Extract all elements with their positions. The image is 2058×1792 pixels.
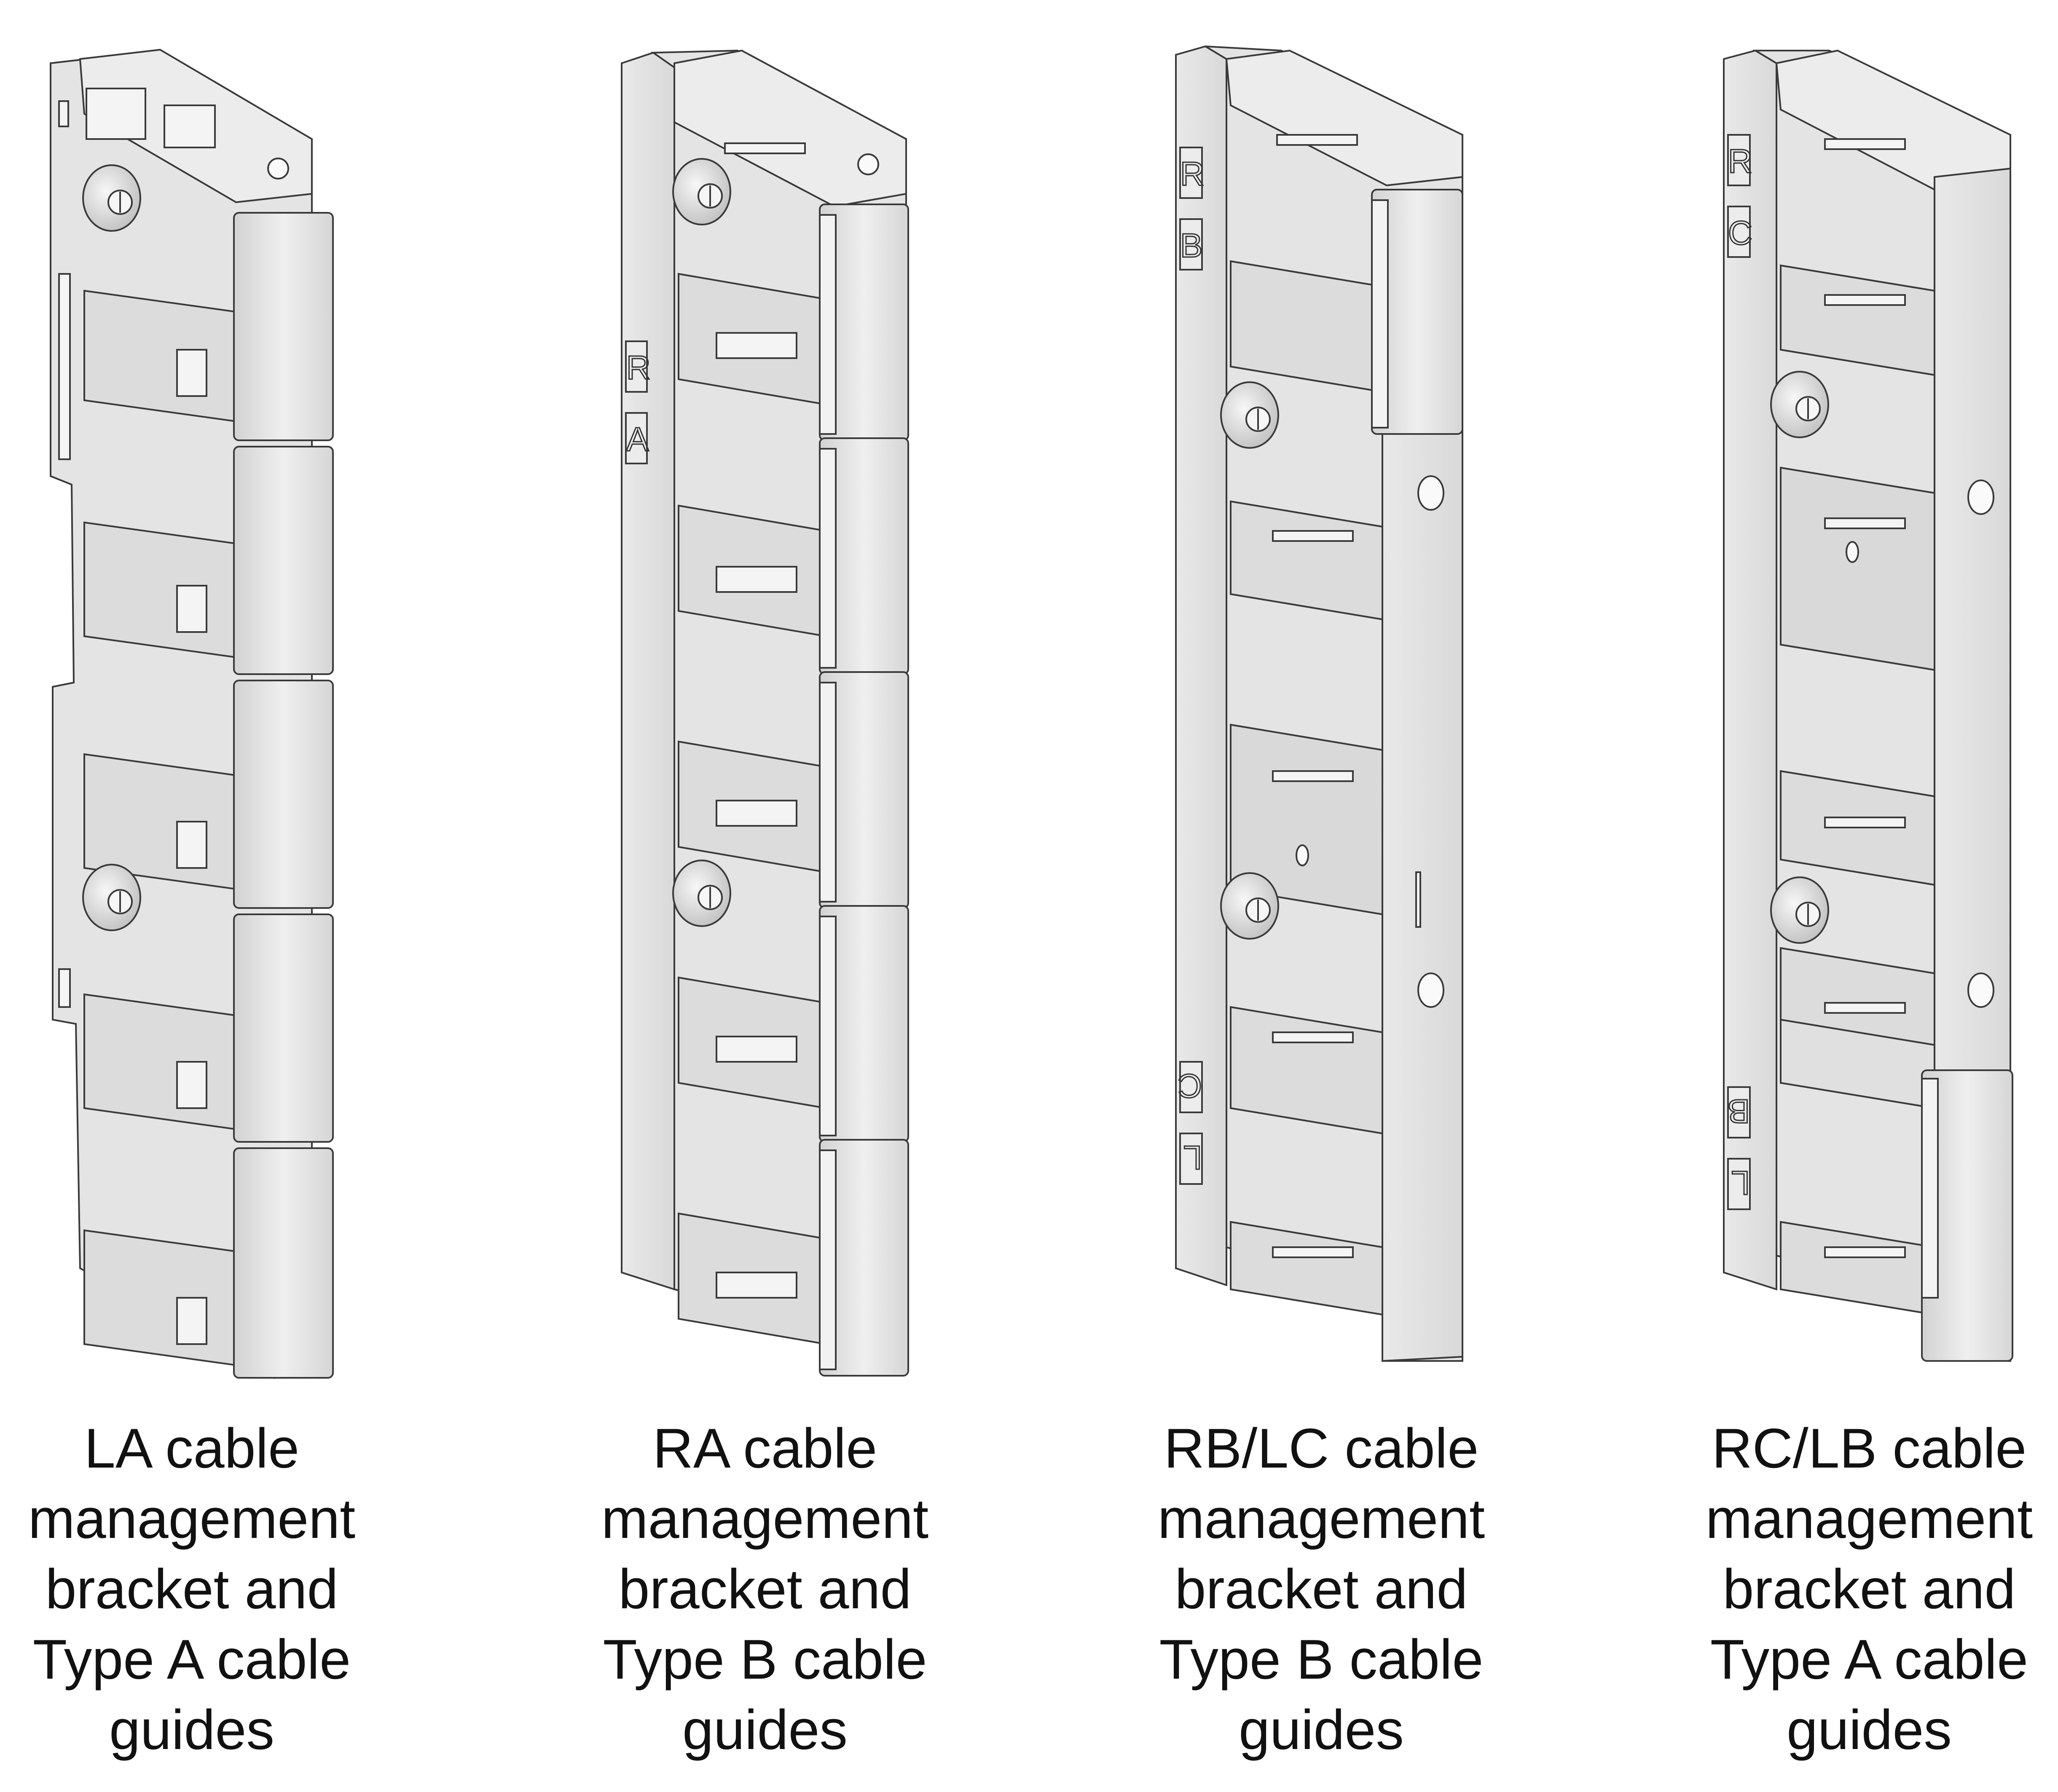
embossed-label: R	[626, 349, 651, 386]
caption-line: Type A cable	[1710, 1629, 2028, 1691]
caption-line: Type B cable	[603, 1629, 927, 1691]
thumbscrew-icon	[1220, 872, 1279, 940]
embossed-label: A	[626, 421, 649, 458]
caption-line: RA cable	[652, 1417, 877, 1480]
caption-line: bracket and	[1723, 1558, 2016, 1621]
caption-rb-lc: RB/LC cable management bracket and Type …	[1111, 1414, 1532, 1765]
thumbscrew-icon	[672, 860, 731, 927]
thumbscrew-icon	[1770, 371, 1829, 438]
ra-bracket: R A	[621, 49, 909, 1377]
embossed-label: R	[1728, 142, 1752, 180]
caption-line: Type A cable	[32, 1629, 351, 1691]
mounting-hole	[1417, 972, 1444, 1008]
caption-line: guides	[1239, 1699, 1404, 1761]
mounting-hole	[1967, 479, 1994, 515]
rc-lb-bracket: R C B L	[1723, 49, 2013, 1362]
caption-line: bracket and	[618, 1558, 912, 1621]
caption-rc-lb: RC/LB cable management bracket and Type …	[1658, 1414, 2058, 1765]
embossed-label: B	[1180, 227, 1202, 264]
la-bracket	[50, 48, 334, 1379]
mounting-hole	[267, 158, 289, 179]
caption-line: management	[601, 1488, 929, 1550]
embossed-label: C	[1728, 214, 1752, 252]
caption-line: guides	[682, 1699, 848, 1761]
embossed-label: L	[1731, 1164, 1750, 1202]
cable-guide	[233, 913, 334, 1143]
mounting-hole	[1417, 475, 1444, 511]
ra-side-rail	[621, 51, 675, 1291]
rb-lc-rungs	[1230, 260, 1383, 1316]
rb-lc-front-post	[1382, 403, 1463, 1362]
caption-line: management	[1705, 1488, 2033, 1550]
la-cable-guides	[233, 212, 334, 1379]
caption-la: LA cable management bracket and Type A c…	[0, 1414, 402, 1765]
thumbscrew-icon	[672, 158, 731, 225]
caption-line: RC/LB cable	[1712, 1417, 2027, 1480]
rb-lc-top-bar	[1225, 49, 1463, 187]
cable-guide	[233, 680, 334, 909]
thumbscrew-icon	[1220, 381, 1279, 449]
caption-line: bracket and	[45, 1558, 338, 1621]
cable-guide	[233, 212, 334, 441]
caption-line: management	[28, 1488, 356, 1550]
embossed-label: R	[1180, 155, 1205, 193]
caption-line: RB/LC cable	[1164, 1417, 1479, 1480]
rb-lc-bracket: R B C L	[1175, 45, 1463, 1362]
caption-line: management	[1157, 1488, 1485, 1550]
rc-lb-cable-guides	[1921, 1069, 2013, 1362]
mounting-hole	[857, 153, 879, 175]
cable-guide	[233, 446, 334, 675]
rb-lc-cable-guides	[1371, 189, 1463, 435]
cable-guide	[233, 1147, 334, 1379]
thumbscrew-icon	[1770, 876, 1829, 944]
caption-ra: RA cable management bracket and Type B c…	[554, 1414, 976, 1765]
embossed-label: B	[1728, 1093, 1750, 1130]
ra-top-bar	[673, 49, 907, 208]
caption-line: guides	[1787, 1699, 1952, 1761]
caption-line: Type B cable	[1159, 1629, 1484, 1691]
embossed-label: L	[1183, 1139, 1202, 1176]
ra-cable-guides	[819, 204, 909, 1377]
la-rungs	[83, 289, 237, 1366]
embossed-label: C	[1178, 1067, 1202, 1105]
rc-lb-rungs	[1780, 264, 1935, 1316]
thumbscrew-icon	[82, 164, 141, 232]
caption-line: LA cable	[84, 1417, 300, 1480]
rc-lb-front-post	[1934, 167, 2011, 1084]
thumbscrew-icon	[82, 864, 141, 931]
mounting-hole	[1967, 972, 1994, 1008]
caption-line: guides	[109, 1699, 274, 1761]
caption-line: bracket and	[1175, 1558, 1468, 1621]
